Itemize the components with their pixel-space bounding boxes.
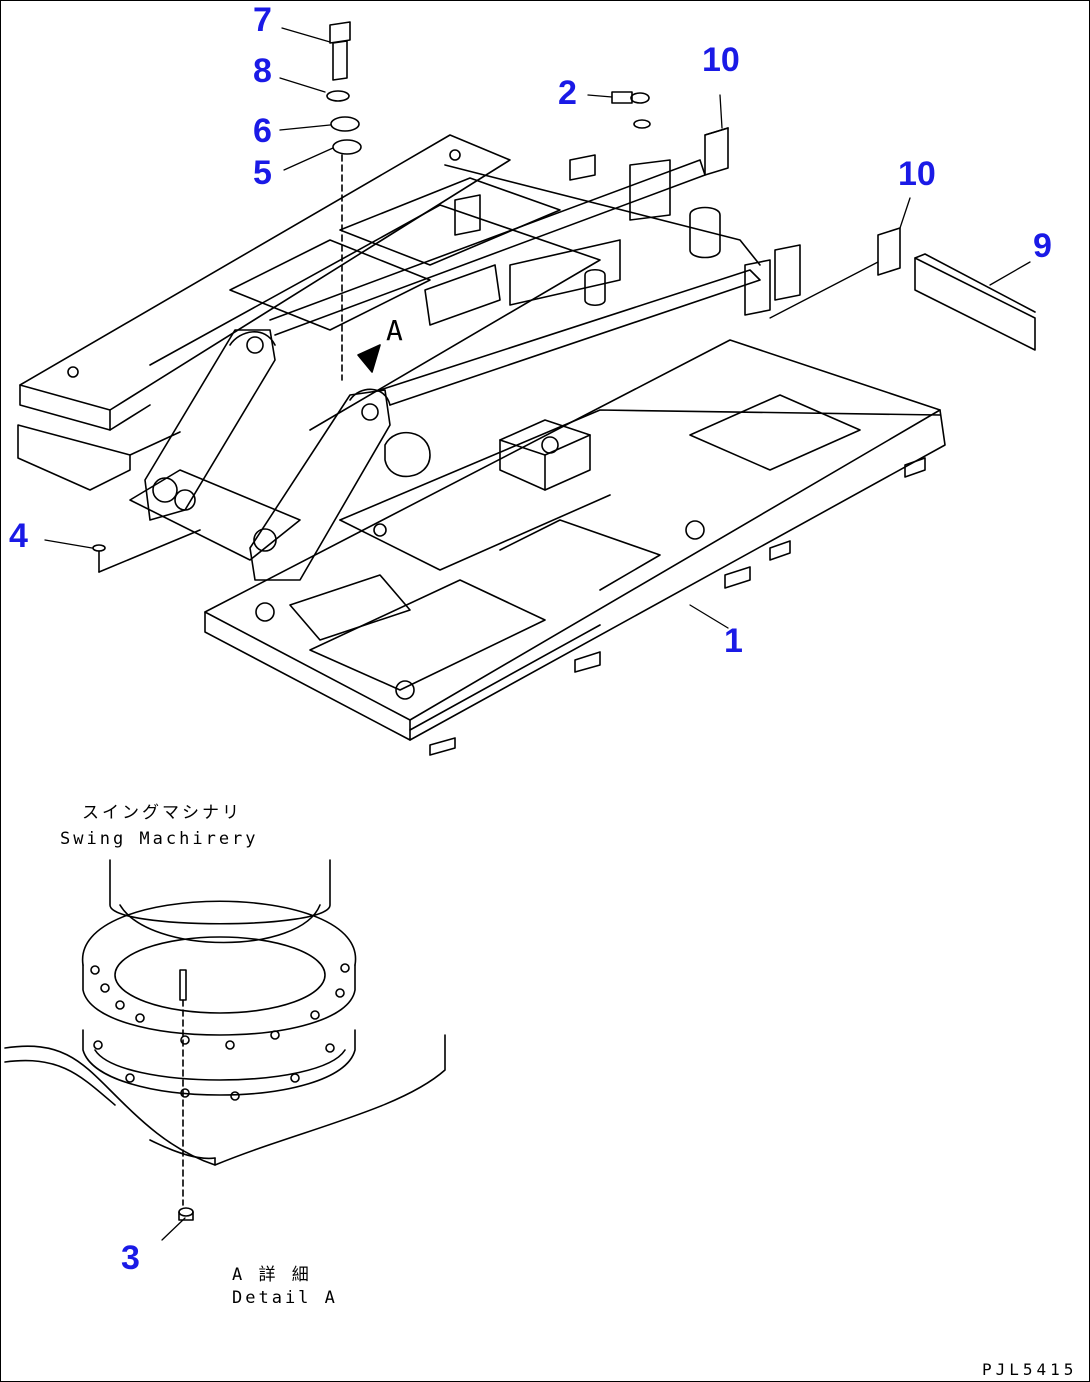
callout-7: 7 (253, 1, 272, 39)
bolt-stack (326, 21, 362, 381)
drawing-code: PJL5415 (982, 1360, 1078, 1379)
callout-3: 3 (121, 1239, 140, 1277)
callout-2: 2 (558, 74, 577, 112)
swing-machinery-label-jp: スイングマシナリ (82, 803, 242, 823)
callout-10-upper: 10 (702, 41, 740, 79)
view-marker-a: A (386, 314, 403, 347)
revolving-frame (17, 134, 946, 756)
callout-1: 1 (724, 622, 743, 660)
detail-a-label-jp: A 詳 細 (232, 1265, 312, 1285)
loose-parts (611, 91, 1036, 351)
callout-9: 9 (1033, 227, 1052, 265)
pin-part-4 (92, 529, 201, 573)
callout-6: 6 (253, 112, 272, 150)
detail-a-label-en: Detail A (232, 1288, 338, 1308)
callout-4: 4 (9, 517, 28, 555)
callout-5: 5 (253, 154, 272, 192)
leader-lines (44, 27, 1031, 1241)
callout-10-lower: 10 (898, 155, 936, 193)
swing-machinery-label-en: Swing Machirery (60, 829, 259, 849)
detail-a-drawing (4, 859, 446, 1221)
callout-8: 8 (253, 52, 272, 90)
